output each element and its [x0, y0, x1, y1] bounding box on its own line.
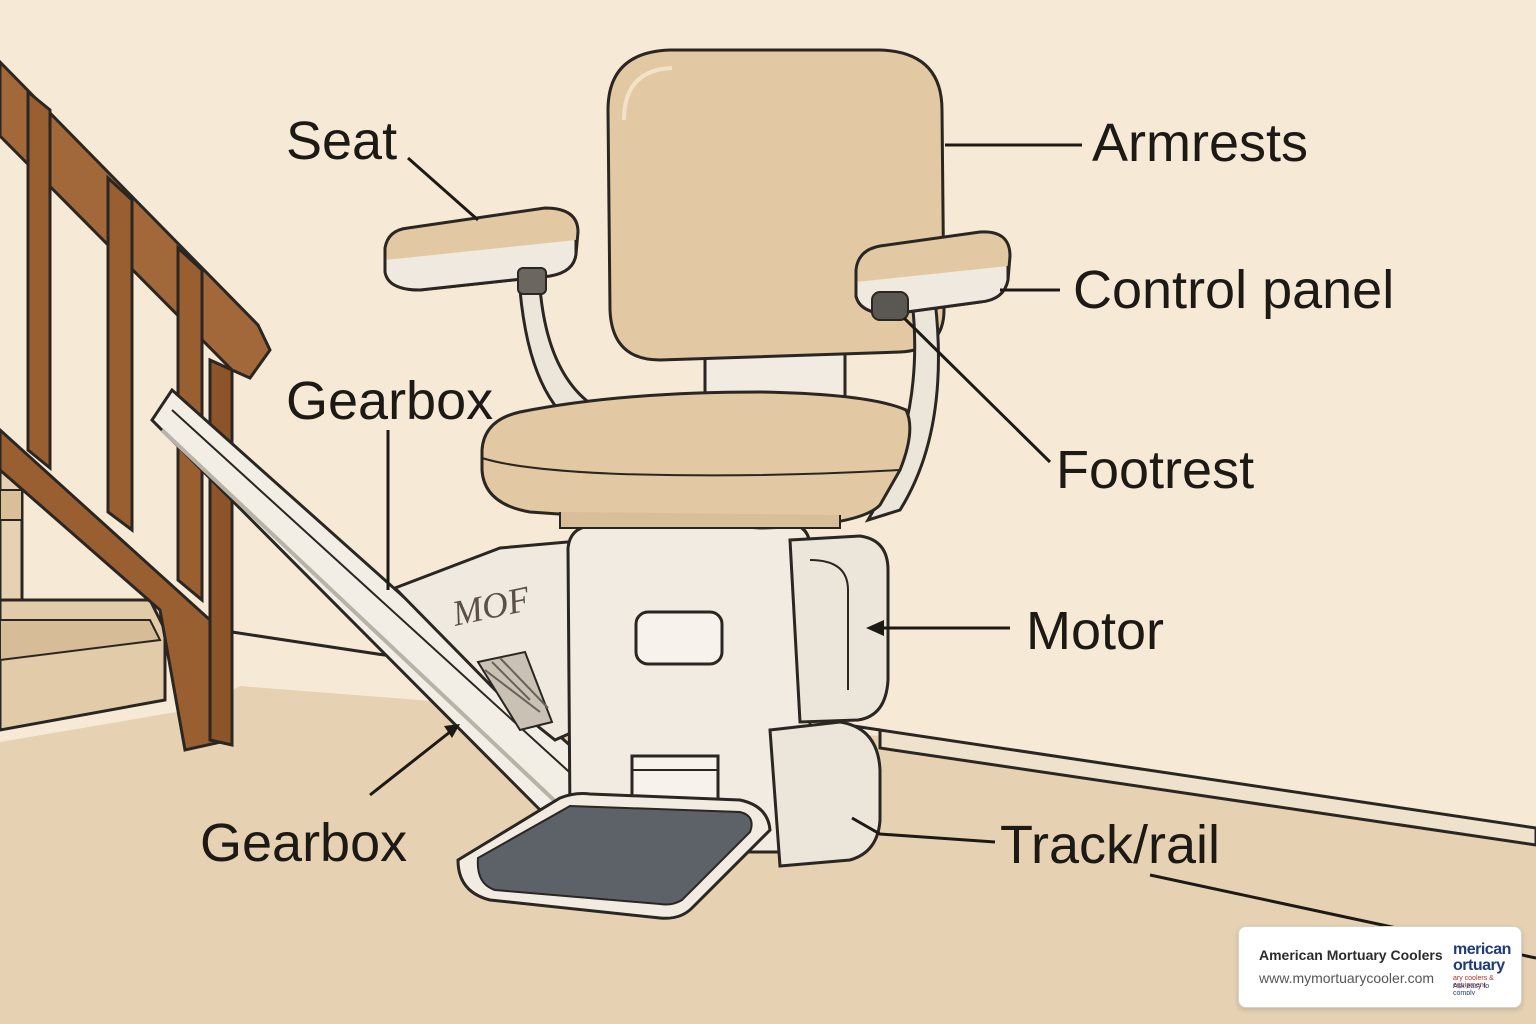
leader-seat — [407, 156, 479, 222]
backrest — [606, 48, 946, 402]
brand-name: American Mortuary Coolers — [1259, 947, 1443, 963]
left-armrest — [383, 206, 603, 432]
brand-logo-line2: ortuary — [1453, 957, 1505, 974]
right-armrest — [854, 230, 1012, 321]
brand-logo-line1: merican — [1453, 941, 1511, 958]
brand-logo: merican ortuary ary coolers & equipment … — [1453, 939, 1511, 995]
leader-gearbox-bottom — [369, 726, 456, 797]
brand-card[interactable]: American Mortuary Coolers www.mymortuary… — [1238, 926, 1522, 1008]
label-motor: Motor — [1026, 601, 1165, 661]
label-track-rail: Track/rail — [1000, 815, 1221, 875]
label-gearbox-top: Gearbox — [286, 371, 494, 431]
leader-footrest — [902, 316, 1052, 464]
control-joystick — [871, 291, 909, 321]
baseboard — [878, 728, 1536, 847]
label-gearbox-bottom: Gearbox — [200, 813, 408, 873]
brand-logo-line3: ary coolers & equipment — [1453, 975, 1494, 989]
label-armrests: Armrests — [1092, 113, 1308, 173]
brand-url[interactable]: www.mymortuarycooler.com — [1259, 970, 1435, 986]
carriage — [566, 522, 890, 868]
floor — [0, 686, 1536, 1024]
arrow-motor — [866, 620, 884, 636]
label-footrest: Footrest — [1056, 440, 1255, 500]
arrowheads — [444, 620, 884, 738]
leader-track-rail — [851, 816, 996, 844]
label-seat: Seat — [286, 111, 398, 171]
arrow-gearbox-bottom — [444, 724, 460, 738]
seat-cushion — [480, 390, 912, 530]
brand-logo-line4: Ask easy to comply — [1453, 983, 1490, 995]
right-armrest-support — [864, 298, 940, 523]
footrest — [456, 792, 772, 920]
label-control-panel: Control panel — [1073, 260, 1395, 320]
